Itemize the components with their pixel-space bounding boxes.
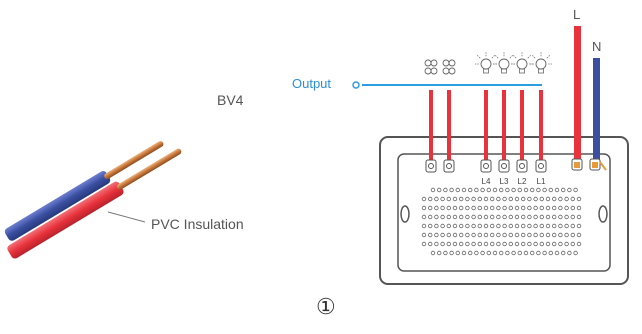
lightbulb-icon — [530, 52, 552, 74]
cable-type-label: BV4 — [217, 92, 244, 108]
load-wires — [424, 52, 552, 173]
load-1 — [424, 59, 438, 173]
red-wire-copper — [117, 148, 182, 190]
red-wire — [7, 148, 182, 259]
output-label: Output — [292, 76, 332, 91]
lightbulb-icon — [511, 52, 533, 74]
panel-vent-dots — [421, 187, 582, 256]
cable-illustration — [4, 141, 182, 259]
live-wire — [571, 26, 583, 171]
load-6 — [530, 52, 552, 173]
blue-wire — [4, 141, 164, 241]
terminal-label-L3: L3 — [500, 177, 509, 186]
neutral-label: N — [592, 39, 602, 54]
right-mount-slot — [598, 205, 608, 223]
neutral-wire — [589, 58, 607, 171]
terminal-label-L4: L4 — [482, 177, 491, 186]
load-4 — [493, 52, 515, 173]
double-bulb-icon — [442, 59, 456, 75]
switch-panel — [379, 136, 629, 285]
terminal-label-L1: L1 — [537, 177, 546, 186]
load-5 — [511, 52, 533, 173]
output-bus — [352, 81, 542, 89]
terminal-labels: L4 L3 L2 L1 — [482, 177, 546, 186]
lightbulb-icon — [475, 52, 497, 74]
load-2 — [442, 59, 456, 173]
blue-wire-copper — [104, 141, 164, 180]
figure-number: ① — [316, 294, 336, 319]
lightbulb-icon — [493, 52, 515, 74]
live-label: L — [573, 7, 581, 22]
double-bulb-icon — [424, 59, 438, 75]
load-3 — [475, 52, 497, 173]
pvc-pointer-line — [107, 211, 146, 223]
left-mount-slot — [400, 205, 410, 223]
terminal-label-L2: L2 — [518, 177, 527, 186]
insulation-label: PVC Insulation — [151, 216, 244, 232]
